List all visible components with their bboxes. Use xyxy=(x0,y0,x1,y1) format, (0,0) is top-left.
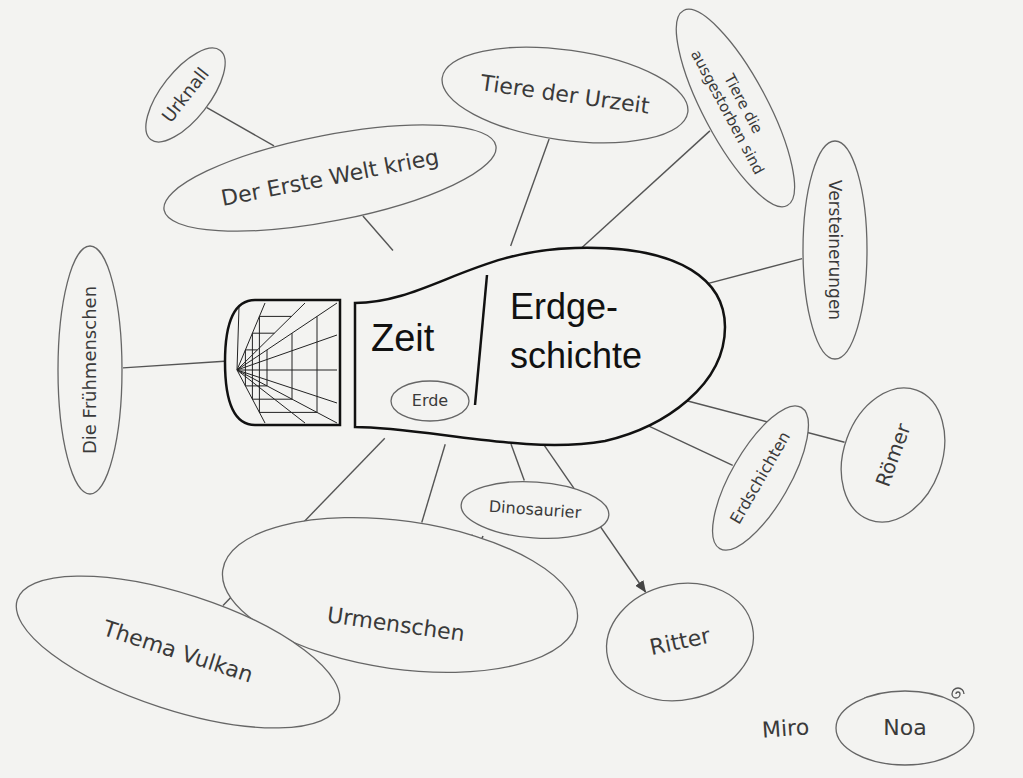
topic-word: Zeit xyxy=(371,317,434,360)
spider-web xyxy=(237,303,337,423)
topic-bubble: Noa xyxy=(835,690,975,766)
topic-text: Dinosaurier xyxy=(488,497,582,523)
topic-text: Römer xyxy=(871,420,916,490)
topic-bubble: Urknall xyxy=(130,34,240,155)
branch-line xyxy=(207,108,274,146)
bubble-ellipse xyxy=(823,373,962,536)
bubble-text-holder: Römer xyxy=(822,372,964,538)
topic-bubble: Römer xyxy=(822,372,964,538)
branch-line xyxy=(363,216,393,251)
topic-bubble: Erdschichten xyxy=(693,392,827,565)
bubble-text-holder: Noa xyxy=(835,690,975,766)
topic-text: Erdschichten xyxy=(726,428,794,527)
bubble-ellipse xyxy=(596,570,765,714)
bubble-text-holder: Der Erste Welt krieg xyxy=(155,102,506,253)
topic-bubble: Der Erste Welt krieg xyxy=(155,102,506,253)
bubble-ellipse xyxy=(391,381,469,421)
bubble-text-holder: Erde xyxy=(390,380,470,422)
topic-text: Tiere der Urzeit xyxy=(479,70,651,120)
bubble-text-holder: Versteinerungen xyxy=(802,140,868,360)
branch-line xyxy=(511,139,549,246)
bubble-text-holder: Erdschichten xyxy=(693,392,827,565)
shoe-heel xyxy=(225,300,340,425)
topic-bubble: Ritter xyxy=(594,569,765,716)
topic-text: Tiere die ausgestorben sind xyxy=(682,29,788,186)
topic-text: Noa xyxy=(883,715,926,741)
bubble-ellipse xyxy=(436,33,694,157)
shoe-outline xyxy=(225,245,725,445)
topic-bubble: Dinosaurier xyxy=(458,476,612,544)
topic-text: Thema Vulkan xyxy=(100,615,257,688)
topic-text: Erde xyxy=(412,391,448,410)
topic-text: Der Erste Welt krieg xyxy=(219,144,441,212)
topic-text: Urknall xyxy=(157,63,213,126)
bubble-ellipse xyxy=(694,393,826,563)
bubble-ellipse xyxy=(836,691,974,765)
topic-bubble: Versteinerungen xyxy=(802,140,868,360)
bubble-text-holder: Die Frühmenschen xyxy=(57,245,123,495)
bubble-text-holder: Urknall xyxy=(130,34,240,155)
bubble-ellipse xyxy=(459,477,611,543)
topic-bubble: Die Frühmenschen xyxy=(57,245,123,495)
bubble-ellipse xyxy=(131,36,238,155)
topic-text: Ritter xyxy=(647,623,712,662)
topic-text: Versteinerungen xyxy=(825,180,845,320)
branch-line xyxy=(511,444,524,481)
bubble-ellipse xyxy=(156,104,504,253)
branch-line xyxy=(422,444,445,522)
topic-text: Urmenschen xyxy=(325,602,466,647)
branch-line xyxy=(123,361,228,368)
topic-bubble: Erde xyxy=(390,380,470,422)
shoe-sole-node: Zeit Erdge- schichteErde xyxy=(225,245,725,445)
bubble-text-holder: Ritter xyxy=(594,569,765,716)
bubble-ellipse xyxy=(803,141,867,359)
bubble-ellipse xyxy=(58,246,122,494)
bubble-ellipse xyxy=(655,0,815,221)
signature-text: Miro xyxy=(761,714,810,742)
branch-line xyxy=(638,421,733,465)
topic-text: Die Frühmenschen xyxy=(79,286,101,454)
bubble-text-holder: Dinosaurier xyxy=(458,476,612,544)
topic-word: Erdge- schichte xyxy=(510,283,675,380)
bubble-ellipse xyxy=(0,545,357,760)
slash-stroke xyxy=(475,275,487,405)
shoe-sole xyxy=(355,248,725,445)
branch-line xyxy=(575,131,709,254)
